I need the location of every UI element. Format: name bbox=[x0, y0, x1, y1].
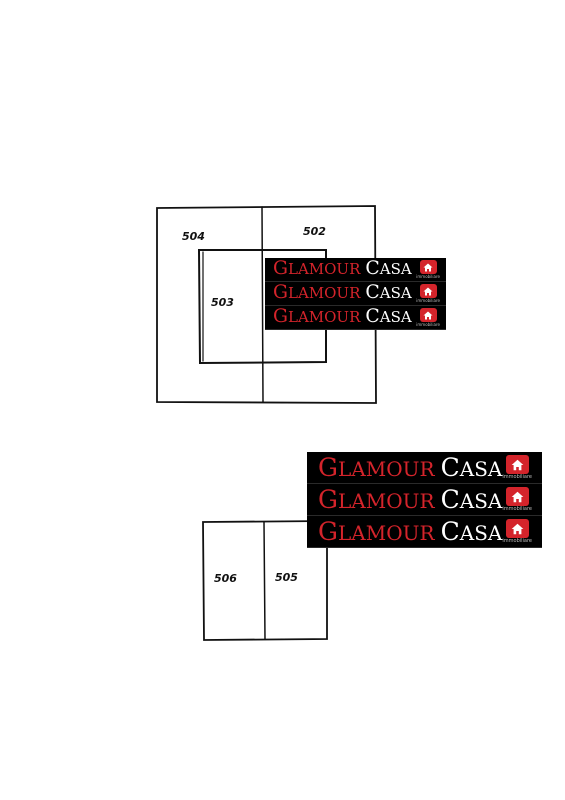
plan-top-divider bbox=[261, 206, 264, 403]
watermark-stack-top: GLAMOUR CASA immobiliare GLAMOUR CASA im… bbox=[265, 258, 446, 330]
plan-top bbox=[156, 205, 377, 404]
watermark-stack-bottom: GLAMOUR CASA immobiliare GLAMOUR CASA im… bbox=[307, 452, 542, 548]
house-icon bbox=[505, 455, 529, 474]
house-icon bbox=[419, 284, 437, 298]
watermark-badge: immobiliare bbox=[502, 455, 532, 480]
plan-bottom-outer-boundary bbox=[202, 520, 328, 641]
watermark-badge: immobiliare bbox=[416, 284, 440, 303]
watermark-glamour: GLAMOUR bbox=[273, 306, 361, 328]
watermark-glamour: GLAMOUR bbox=[318, 517, 435, 546]
watermark-banner: GLAMOUR CASA immobiliare bbox=[307, 484, 542, 516]
house-icon bbox=[419, 260, 437, 274]
watermark-glamour: GLAMOUR bbox=[318, 453, 435, 482]
watermark-casa: CASA bbox=[440, 517, 503, 546]
unit-label-503: 503 bbox=[211, 296, 234, 309]
watermark-banner: GLAMOUR CASA immobiliare bbox=[307, 516, 542, 548]
watermark-casa: CASA bbox=[440, 453, 503, 482]
room-503-outline bbox=[197, 249, 327, 365]
unit-label-506: 506 bbox=[214, 572, 237, 585]
watermark-badge: immobiliare bbox=[502, 519, 532, 544]
watermark-casa: CASA bbox=[365, 282, 412, 304]
unit-label-502: 502 bbox=[303, 225, 326, 238]
watermark-glamour: GLAMOUR bbox=[273, 258, 361, 280]
watermark-banner: GLAMOUR CASA immobiliare bbox=[265, 282, 446, 306]
house-icon bbox=[505, 519, 529, 538]
unit-label-505: 505 bbox=[275, 571, 298, 584]
plan-bottom-divider bbox=[263, 521, 266, 640]
house-icon bbox=[419, 308, 437, 322]
watermark-casa: CASA bbox=[365, 306, 412, 328]
watermark-banner: GLAMOUR CASA immobiliare bbox=[265, 258, 446, 282]
watermark-glamour: GLAMOUR bbox=[273, 282, 361, 304]
house-icon bbox=[505, 487, 529, 506]
plan-top-outer-boundary bbox=[156, 205, 377, 404]
unit-label-504: 504 bbox=[182, 230, 205, 243]
watermark-casa: CASA bbox=[440, 485, 503, 514]
plan-bottom bbox=[202, 520, 328, 641]
watermark-glamour: GLAMOUR bbox=[318, 485, 435, 514]
watermark-banner: GLAMOUR CASA immobiliare bbox=[307, 452, 542, 484]
watermark-badge: immobiliare bbox=[416, 260, 440, 279]
watermark-badge: immobiliare bbox=[502, 487, 532, 512]
watermark-casa: CASA bbox=[365, 258, 412, 280]
watermark-badge: immobiliare bbox=[416, 308, 440, 327]
watermark-banner: GLAMOUR CASA immobiliare bbox=[265, 306, 446, 330]
